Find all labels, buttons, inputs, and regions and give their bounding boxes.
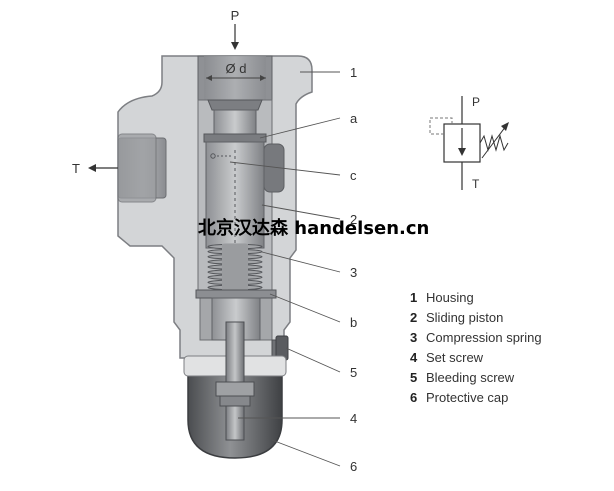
symbol-adjust-arrow [481,125,507,159]
seat-cone [207,99,263,111]
seat [203,99,267,143]
set-screw-shaft [225,321,245,441]
seat-ring [203,133,267,143]
p-arrow-head [231,42,239,50]
callout-2: 2 [350,212,357,227]
legend-text-6: Protective cap [426,390,508,405]
legend-text-5: Bleeding screw [426,370,515,385]
callout-labels: 1 a c 2 3 b 5 4 6 [350,65,358,474]
callout-6: 6 [350,459,357,474]
watermark: 北京汉达森 handelsen.cn [198,217,429,239]
legend-text-1: Housing [426,290,474,305]
legend: 1 Housing 2 Sliding piston 3 Compression… [410,290,542,405]
callout-4: 4 [350,411,357,426]
symbol-p-label: P [472,95,480,109]
legend-num-1: 1 [410,290,417,305]
leader-2 [261,204,341,220]
symbol-pilot-line [429,117,453,135]
symbol-adjust-arrow-head [501,122,509,131]
sliding-piston [205,141,265,249]
leader-c [229,161,341,176]
piston-tip [213,109,257,135]
callout-5: 5 [350,365,357,380]
bleeding-screw [271,335,289,361]
leader-5 [285,347,341,373]
symbol-t-label: T [472,177,480,191]
piston-hole [210,153,216,159]
leader-6 [271,439,341,467]
legend-num-6: 6 [410,390,417,405]
hydraulic-symbol: P T [429,95,509,191]
leader-b [269,293,341,323]
legend-num-4: 4 [410,350,418,365]
legend-num-2: 2 [410,310,417,325]
callout-leaders [229,71,341,467]
legend-text-3: Compression spring [426,330,542,345]
callout-b: b [350,315,357,330]
legend-text-4: Set screw [426,350,484,365]
spring-plate [195,289,277,299]
compression-spring [207,243,263,291]
t-port-thread [117,133,157,203]
callout-1: 1 [350,65,357,80]
p-port-label: P [231,8,240,23]
lock-nut-2 [219,395,251,407]
leader-3 [261,251,341,273]
callout-c: c [350,168,357,183]
legend-num-5: 5 [410,370,417,385]
callout-a: a [350,111,358,126]
leader-a [259,117,341,139]
symbol-flow-arrow-head [458,148,466,156]
spring-core [222,244,248,290]
diameter-arrow-right [260,75,266,81]
lock-nut [215,381,255,397]
symbol-spring-icon [479,134,509,152]
legend-text-2: Sliding piston [426,310,503,325]
t-arrow-head [88,164,96,172]
callout-3: 3 [350,265,357,280]
diameter-label: Ø d [226,61,247,76]
legend-num-3: 3 [410,330,417,345]
diameter-arrow-left [206,75,212,81]
set-screw [215,321,255,441]
t-port-label: T [72,161,80,176]
